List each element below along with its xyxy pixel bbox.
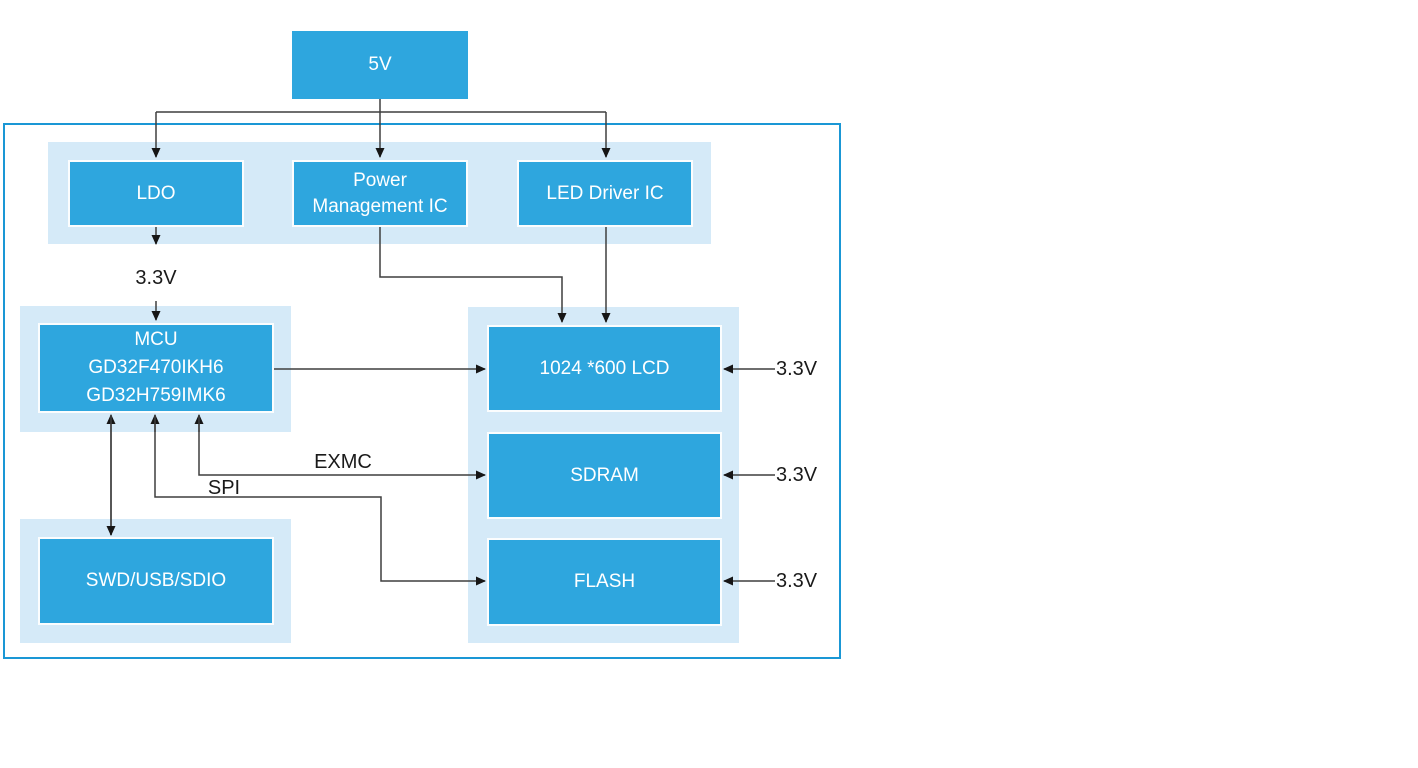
sdram-power-label: 3.3V xyxy=(776,464,818,486)
node-ldo: LDO xyxy=(68,160,244,227)
node-swd-label: SWD/USB/SDIO xyxy=(85,570,227,591)
exmc-bus-label: EXMC xyxy=(314,451,372,473)
node-ldo-label: LDO xyxy=(136,182,176,204)
board-boundary xyxy=(3,123,841,659)
node-sdram-label: SDRAM xyxy=(570,464,639,486)
node-flash: FLASH xyxy=(487,538,722,626)
mcu-part-number-1: GD32F470IKH6 xyxy=(88,357,224,378)
node-flash-label: FLASH xyxy=(573,571,636,592)
node-sdram: SDRAM xyxy=(487,432,722,519)
node-lcd-label: 1024 *600 LCD xyxy=(539,357,670,379)
flash-power-label: 3.3V xyxy=(776,570,818,592)
lcd-power-label: 3.3V xyxy=(776,358,818,380)
node-led-driver-ic: LED Driver IC xyxy=(517,160,693,227)
spi-bus-label: SPI xyxy=(207,477,241,499)
node-led-driver-label: LED Driver IC xyxy=(546,182,664,204)
mcu-title: MCU xyxy=(134,329,178,350)
node-mcu: MCU GD32F470IKH6 GD32H759IMK6 xyxy=(38,323,274,413)
ldo-output-voltage-label: 3.3V xyxy=(135,267,177,289)
node-5v-label: 5V xyxy=(368,54,392,75)
node-pmic-label: Power Management IC xyxy=(312,169,448,217)
node-lcd: 1024 *600 LCD xyxy=(487,325,722,412)
node-5v-supply: 5V xyxy=(292,31,468,99)
mcu-part-number-2: GD32H759IMK6 xyxy=(86,385,226,406)
node-swd-usb-sdio: SWD/USB/SDIO xyxy=(38,537,274,625)
node-power-management-ic: Power Management IC xyxy=(292,160,468,227)
